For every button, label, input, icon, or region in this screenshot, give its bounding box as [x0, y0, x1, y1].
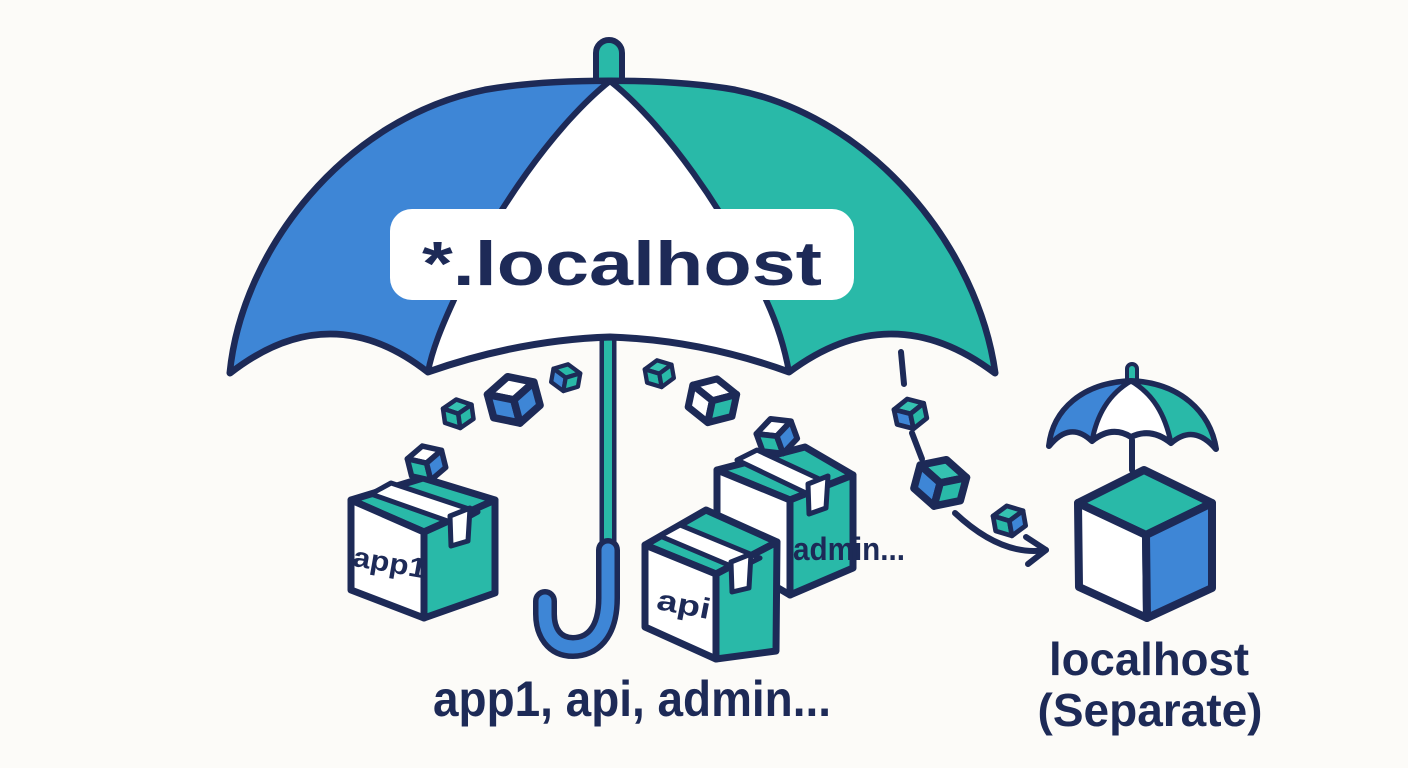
- caption-separate-line1: localhost: [1049, 633, 1249, 685]
- parcel-icon: [642, 358, 676, 390]
- arrow-curve: [952, 510, 1049, 554]
- box-label-admin: admin...: [793, 531, 905, 567]
- api-box-tape-flap: [728, 551, 754, 595]
- small-umbrella-icon: [1046, 362, 1219, 473]
- cube-icon: [1074, 466, 1216, 622]
- arrow-head: [1023, 534, 1049, 567]
- parcel-icon: [990, 503, 1028, 539]
- trajectory-dash: [909, 430, 925, 462]
- parcel-icon: [483, 372, 544, 427]
- parcel-icon: [753, 415, 801, 457]
- floating-parcels: [440, 358, 741, 431]
- small-umbrella-panel-blue: [1046, 378, 1134, 449]
- umbrella-handle: [538, 543, 615, 654]
- small-umbrella-panel-teal: [1128, 378, 1219, 452]
- parcel-icon: [910, 455, 971, 510]
- caption-subdomains: app1, api, admin...: [433, 671, 831, 727]
- caption-separate-line2: (Separate): [1038, 684, 1263, 736]
- arrow-right-icon: [952, 510, 1049, 567]
- wildcard-label-box: [390, 209, 854, 300]
- falling-parcels: [891, 396, 1028, 539]
- parcel-icon: [404, 443, 449, 483]
- package-box-api: api: [641, 506, 781, 663]
- parcel-icon: [684, 375, 741, 427]
- app1-box-tape-flap: [447, 505, 473, 549]
- trajectory-dash: [898, 349, 907, 387]
- parcel-icon: [440, 397, 476, 431]
- package-box-app1: app1: [347, 474, 499, 622]
- admin-box-tape-flap: [805, 473, 831, 517]
- dashed-trajectory: [898, 349, 925, 462]
- cube-right-face: [1142, 499, 1216, 622]
- parcel-icon: [891, 396, 930, 432]
- wildcard-localhost-label: *.localhost: [390, 209, 854, 300]
- parcel-icon: [549, 362, 583, 394]
- wildcard-localhost-text: *.localhost: [422, 230, 822, 299]
